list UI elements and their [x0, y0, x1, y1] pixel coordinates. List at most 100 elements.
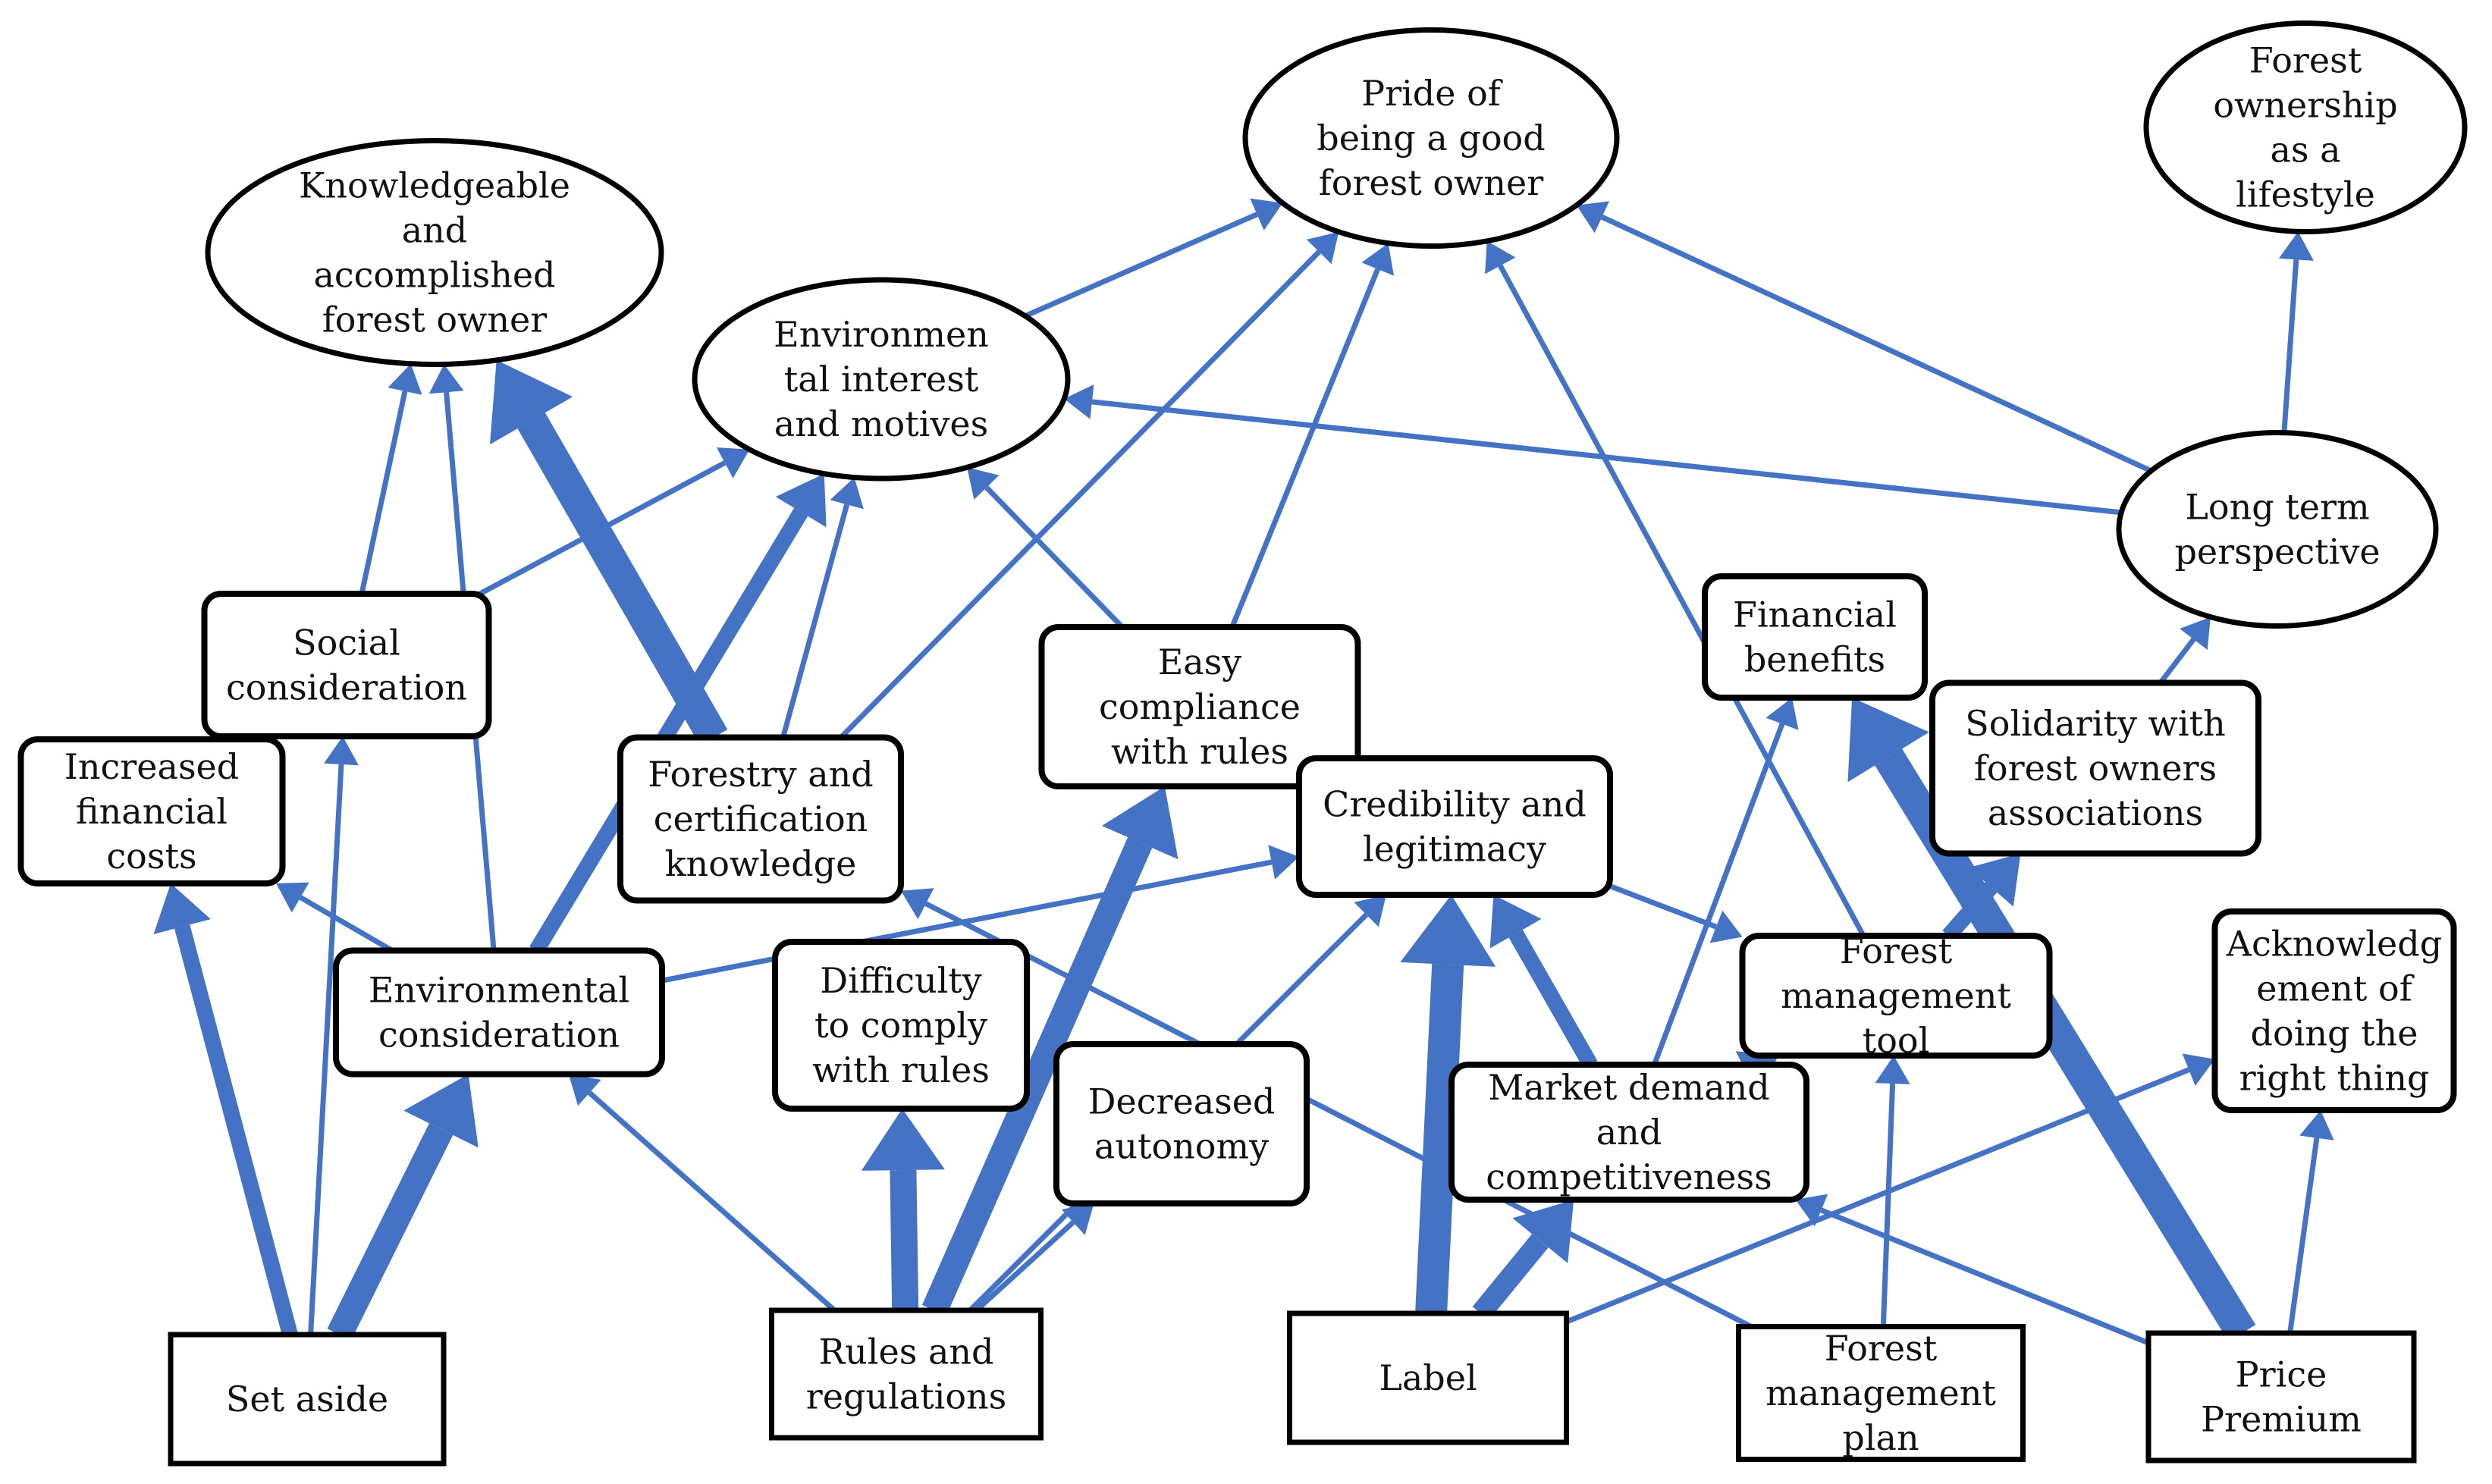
node-ellipse [1242, 27, 1620, 249]
node-label-line: Forest [1840, 930, 1953, 971]
edge-fmp-to-forestry_knowledge [901, 888, 1753, 1329]
node-label-line: and [402, 210, 468, 251]
edge-arrowhead [1101, 786, 1179, 860]
node-ellipse [2143, 20, 2468, 234]
node-label-line: consideration [378, 1015, 620, 1056]
node-rounded-box [1053, 1041, 1310, 1206]
edge-line [1820, 1207, 2150, 1346]
node-label-line: Easy [1158, 642, 1242, 682]
node-label-line: Environmen [774, 314, 989, 355]
node-rounded-box [1929, 679, 2261, 857]
edge-arrowhead [2299, 1110, 2334, 1140]
edge-arrowhead [1400, 895, 1496, 967]
edge-line [1508, 929, 1598, 1069]
node-label-line: certification [654, 798, 868, 839]
edge-label-to-market [1472, 1200, 1574, 1320]
node-label-line: Difficulty [820, 960, 982, 1001]
edge-label-to-credibility [1400, 895, 1496, 1315]
edge-set_aside-to-env_consideration [327, 1074, 479, 1341]
node-label-line: legitimacy [1363, 829, 1546, 870]
edge-line [2158, 637, 2196, 685]
node-rounded-box [1038, 624, 1361, 789]
edge-line [529, 507, 808, 955]
edge-env_consideration-to-increased [276, 882, 394, 953]
edge-line [1609, 883, 1718, 930]
edge-price-to-market [1795, 1194, 2150, 1346]
edge-arrowhead [324, 736, 359, 766]
node-label-line: Increased [64, 746, 239, 787]
edge-env_consideration-to-credibility [661, 845, 1299, 984]
edge-credibility-to-fmt [1609, 883, 1743, 943]
node-label-line: associations [1988, 792, 2203, 833]
node-rounded-box [17, 736, 286, 886]
node-ellipse [205, 138, 664, 367]
edge-arrowhead [901, 888, 934, 920]
node-label-line: right thing [2239, 1058, 2430, 1099]
node-label-line: doing the [2251, 1013, 2418, 1054]
node-label-line: forest owner [1319, 162, 1544, 203]
edge-line [588, 1090, 836, 1313]
edge-long_term-to-env_interest [1064, 384, 2122, 516]
node-rounded-box [772, 939, 1030, 1112]
edge-env_consideration-to-env_interest [529, 473, 827, 955]
edge-line [517, 413, 728, 745]
edge-line [890, 1169, 919, 1311]
edge-env_interest-to-pride [1024, 198, 1283, 318]
node-label-line: accomplished [313, 255, 555, 296]
node-label-line: tool [1863, 1020, 1930, 1061]
node-label-line: Long term [2185, 487, 2369, 528]
edge-arrowhead [1354, 895, 1386, 927]
edge-line [1415, 963, 1464, 1315]
node-label-line: as a [2270, 130, 2340, 171]
node-label-line: management [1765, 1373, 1996, 1413]
edge-arrowhead [2182, 1053, 2215, 1086]
edge-arrowhead [2278, 231, 2314, 261]
node-label-line: consideration [226, 667, 467, 708]
node-rounded-box [1702, 573, 1928, 701]
edge-arrowhead [1875, 1056, 1910, 1084]
node-label-line: Social [293, 623, 400, 664]
edge-arrowhead [403, 1074, 479, 1148]
node-label-line: knowledge [665, 843, 857, 884]
node-label-line: Forestry and [648, 754, 874, 795]
node-box [1287, 1310, 1569, 1445]
edge-rules-to-env_consideration [568, 1074, 836, 1313]
node-label-line: and motives [774, 403, 988, 444]
edge-line [839, 249, 1321, 739]
node-label-line: with rules [1111, 731, 1288, 772]
edge-line [661, 859, 1273, 984]
node-label-line: Forest [1825, 1328, 1938, 1369]
node-label-line: Solidarity with [1965, 703, 2226, 744]
node-label-line: Premium [2201, 1399, 2362, 1440]
edge-arrowhead [830, 477, 864, 510]
node-label-line: ownership [2213, 85, 2397, 126]
node-label-line: regulations [806, 1376, 1007, 1417]
edge-arrowhead [1795, 1194, 1828, 1227]
node-rounded-box [1739, 933, 2053, 1059]
edge-arrowhead [1765, 698, 1799, 730]
edge-easy-to-env_interest [967, 467, 1125, 629]
edge-arrowhead [388, 363, 422, 395]
edge-arrowhead [1361, 243, 1394, 276]
node-box [1736, 1324, 2026, 1462]
node-label-line: Price [2236, 1354, 2327, 1395]
edge-line [1472, 1234, 1549, 1320]
node-rounded-box [2211, 908, 2457, 1113]
node-label-line: management [1781, 975, 2011, 1016]
edge-line [174, 924, 298, 1337]
edge-arrowhead [1489, 895, 1542, 949]
edge-arrowhead [1306, 231, 1339, 265]
edge-line [327, 1123, 454, 1341]
